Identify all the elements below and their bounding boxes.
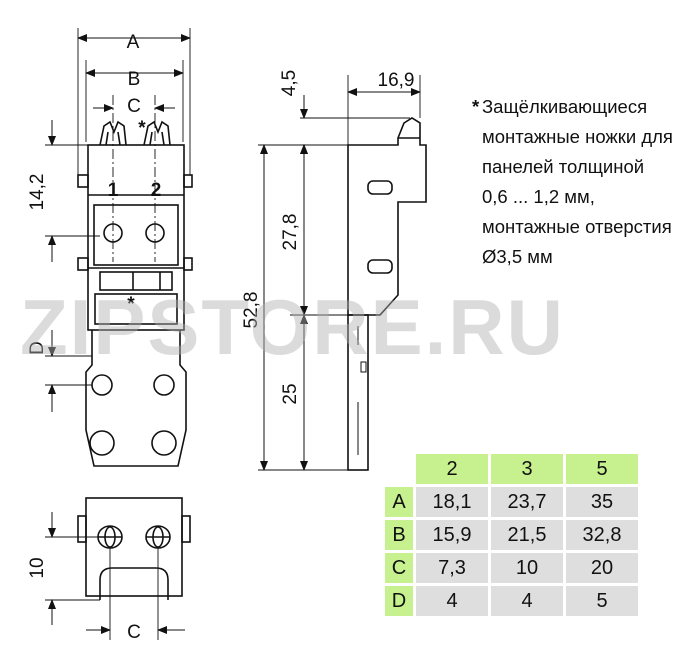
dim-52-8-label: 52,8 [241,292,262,329]
pin-1-label: 1 [108,180,119,201]
table-cell: 15,9 [416,520,488,550]
note-line-3: панелей толщиной [482,156,645,177]
table-cell: 32,8 [566,520,638,550]
watermark-text: ZIPSTORE.RU [20,283,565,371]
dim-a-label: A [127,32,140,53]
dim-27-8-label: 27,8 [280,214,301,251]
dimension-labels: A B C * 1 2 * 14,2 D 10 C 4,5 16,9 27,8 … [27,32,414,643]
top-view [45,497,191,640]
dim-16-9-label: 16,9 [378,70,415,91]
table-row: C 7,3 10 20 [385,553,638,583]
pin-2-label: 2 [151,180,162,201]
star-marker: * [138,118,146,139]
table-row-header: A [385,487,413,517]
note-line-2: монтажные ножки для [482,126,673,147]
table-cell: 10 [491,553,563,583]
dim-4-5-label: 4,5 [279,70,300,96]
front-dimension-lines [48,34,191,412]
note-line-1: Защёлкивающиеся [482,96,648,117]
table-row-header: D [385,586,413,616]
table-corner [385,454,413,484]
side-view [258,75,427,471]
dim-d-label: D [27,341,48,355]
dimension-table: 2 3 5 A 18,1 23,7 35 B 15,9 21,5 32,8 C … [382,451,641,619]
star-marker-lower: * [127,294,135,315]
table-row: D 4 4 5 [385,586,638,616]
table-header-cell: 5 [566,454,638,484]
note-line-6: Ø3,5 мм [482,246,553,267]
table-cell: 4 [416,586,488,616]
dim-10-label: 10 [27,557,48,578]
table-cell: 7,3 [416,553,488,583]
dim-b-label: B [128,69,141,90]
table-cell: 18,1 [416,487,488,517]
side-dimension-lines [260,88,421,471]
table-cell: 35 [566,487,638,517]
table-header-row: 2 3 5 [385,454,638,484]
mounting-note: * Защёлкивающиеся монтажные ножки для па… [472,92,697,272]
note-star: * [472,96,480,117]
table-cell: 4 [491,586,563,616]
dim-14-2-label: 14,2 [27,174,48,211]
table-header-cell: 2 [416,454,488,484]
table-cell: 5 [566,586,638,616]
table-cell: 20 [566,553,638,583]
top-dimension-lines [48,512,185,634]
table-cell: 21,5 [491,520,563,550]
note-line-4: 0,6 ... 1,2 мм, [482,186,595,207]
table-row: A 18,1 23,7 35 [385,487,638,517]
table-row-header: B [385,520,413,550]
dim-c-label: C [127,96,141,117]
table-row-header: C [385,553,413,583]
dim-c-bottom-label: C [127,622,141,643]
table-row: B 15,9 21,5 32,8 [385,520,638,550]
table-cell: 23,7 [491,487,563,517]
front-view [45,28,193,467]
table-header-cell: 3 [491,454,563,484]
watermark: ZIPSTORE.RU [20,282,680,372]
note-line-5: монтажные отверстия [482,216,672,237]
dim-25-label: 25 [280,383,301,404]
